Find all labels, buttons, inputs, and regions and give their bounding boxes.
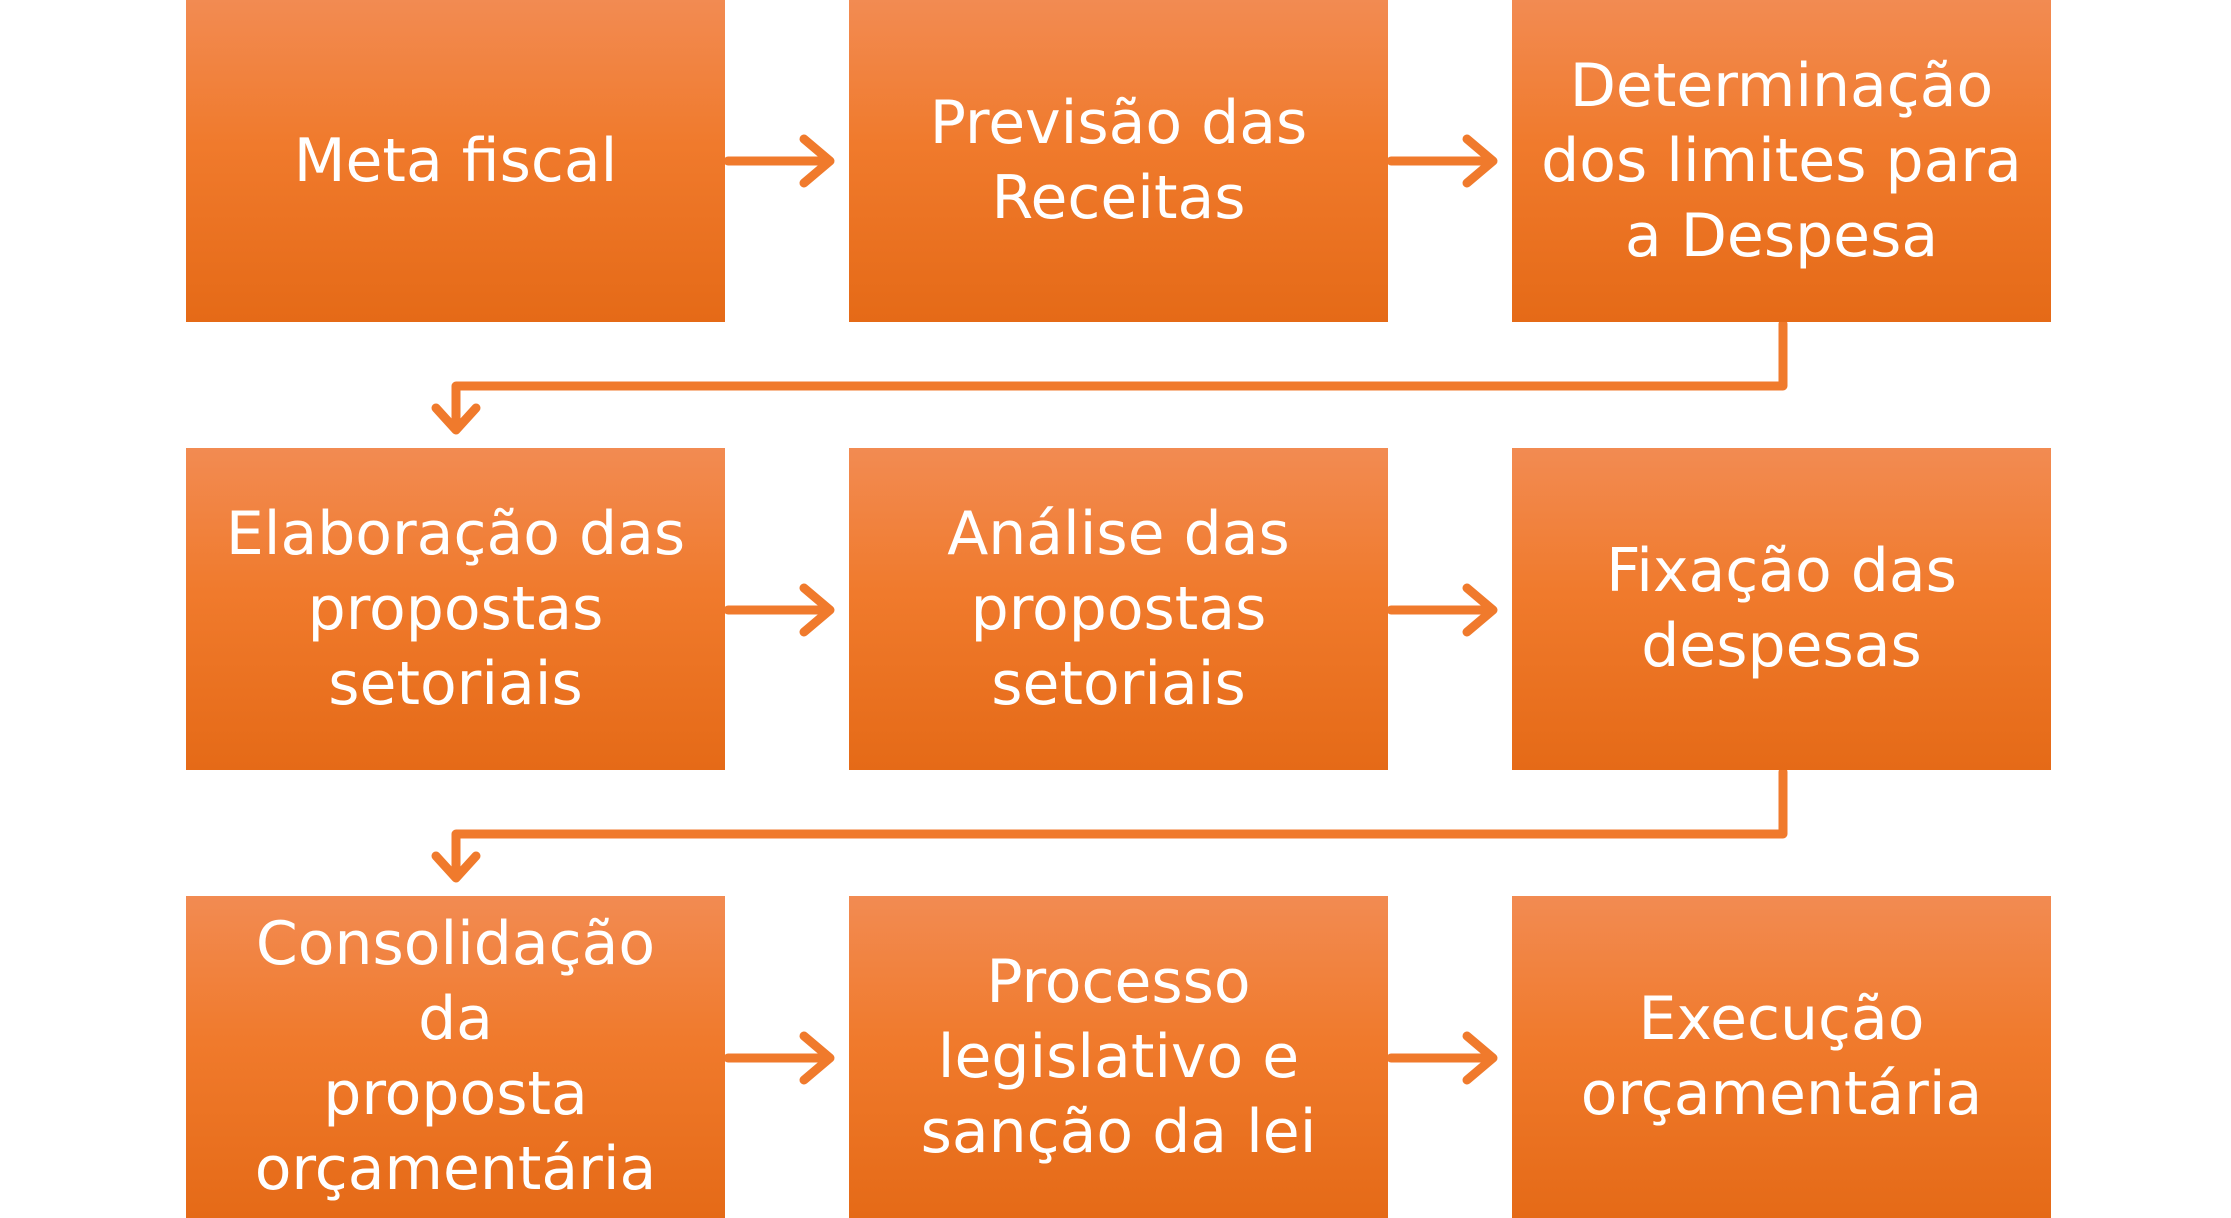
step-label: Processo legislativo e sanção da lei	[920, 946, 1317, 1167]
step-label: Análise das propostas setoriais	[947, 498, 1290, 719]
step-label: Meta fiscal	[293, 125, 618, 196]
step-limites-despesa: Determinação dos limites para a Despesa	[1512, 0, 2051, 322]
step-label: Elaboração das propostas setoriais	[225, 498, 686, 719]
arrow-8-to-9	[1386, 1031, 1498, 1085]
step-meta-fiscal: Meta fiscal	[186, 0, 725, 322]
arrow-3-to-4	[431, 319, 1788, 435]
arrow-1-to-2	[723, 134, 835, 188]
arrow-4-to-5	[723, 583, 835, 637]
step-fixacao-despesas: Fixação das despesas	[1512, 448, 2051, 770]
step-label: Consolidação da proposta orçamentária	[254, 909, 657, 1204]
step-processo-legislativo: Processo legislativo e sanção da lei	[849, 896, 1388, 1218]
arrow-7-to-8	[723, 1031, 835, 1085]
step-consolidacao-proposta: Consolidação da proposta orçamentária	[186, 896, 725, 1218]
step-analise-propostas: Análise das propostas setoriais	[849, 448, 1388, 770]
step-execucao-orcamentaria: Execução orçamentária	[1512, 896, 2051, 1218]
step-label: Execução orçamentária	[1580, 984, 1983, 1129]
arrow-5-to-6	[1386, 583, 1498, 637]
step-previsao-receitas: Previsão das Receitas	[849, 0, 1388, 322]
step-elaboracao-propostas: Elaboração das propostas setoriais	[186, 448, 725, 770]
step-label: Previsão das Receitas	[929, 88, 1308, 233]
arrow-6-to-7	[431, 767, 1788, 883]
step-label: Determinação dos limites para a Despesa	[1541, 50, 2022, 271]
arrow-2-to-3	[1386, 134, 1498, 188]
step-label: Fixação das despesas	[1606, 536, 1957, 681]
